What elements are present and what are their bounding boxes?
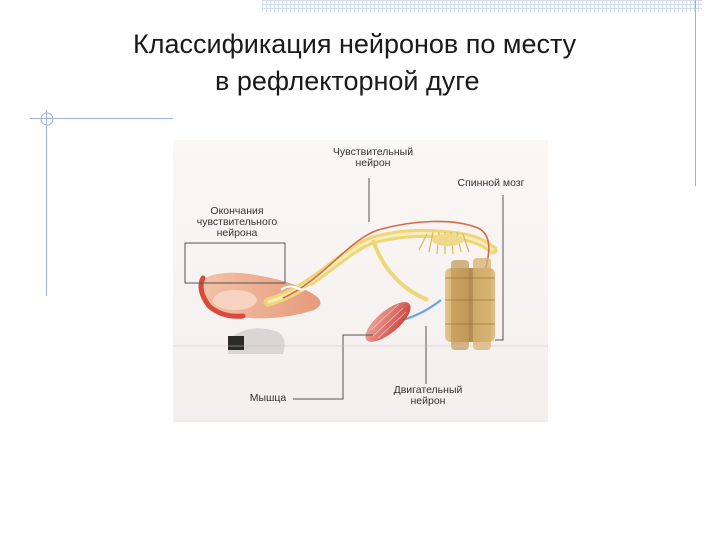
nerve-endings	[280, 285, 312, 291]
sensory-neuron-outline	[282, 220, 490, 299]
decorative-left-hline	[30, 118, 173, 119]
reflex-arc-diagram: Чувствительный нейрон Спинной мозг Оконч…	[173, 140, 548, 422]
decorative-left-line	[46, 110, 47, 296]
spinal-cord-leader	[495, 195, 504, 341]
label-motor-neuron: Двигательный нейрон	[368, 385, 488, 407]
label-sensory-endings-line1: Окончания	[210, 205, 264, 217]
sensory-neuron-fiber-inner	[267, 231, 494, 304]
reflex-arc-illustration	[173, 140, 548, 422]
label-sensory-endings-line2: чувствительного	[196, 216, 278, 228]
label-sensory-neuron-line1: Чувствительный	[332, 146, 414, 158]
muscle-leader	[293, 334, 373, 400]
label-sensory-neuron: Чувствительный нейрон	[313, 147, 433, 169]
slide-title: Классификация нейронов по месту в рефлек…	[0, 26, 720, 100]
label-muscle: Мышца	[233, 393, 303, 404]
hand-fingertip	[213, 290, 257, 310]
label-spinal-cord-text: Спинной мозг	[457, 177, 525, 189]
muscle-fibers	[370, 303, 407, 339]
ganglion-body	[432, 234, 464, 246]
label-motor-neuron-line2: нейрон	[410, 395, 446, 407]
sensory-endings-callout	[184, 242, 286, 284]
label-spinal-cord: Спинной мозг	[441, 178, 541, 189]
label-sensory-neuron-line2: нейрон	[355, 157, 391, 169]
decorative-right-line	[695, 0, 696, 186]
title-line-2: в рефлекторной дуге	[215, 66, 480, 96]
decorative-circle-icon	[40, 112, 54, 126]
label-motor-neuron-line1: Двигательный	[393, 384, 463, 396]
title-line-1: Классификация нейронов по месту	[133, 29, 577, 59]
label-sensory-endings-line3: нейрона	[216, 227, 258, 239]
decorative-grid-pattern	[262, 0, 702, 12]
spinal-cord-column	[445, 258, 495, 350]
motor-neuron-fiber	[402, 299, 442, 322]
hand-red-tip	[198, 275, 246, 319]
sensory-axon-down	[371, 239, 429, 302]
label-sensory-endings: Окончания чувствительного нейрона	[177, 206, 297, 239]
label-muscle-text: Мышца	[249, 392, 287, 404]
dark-corner-block	[228, 336, 244, 350]
